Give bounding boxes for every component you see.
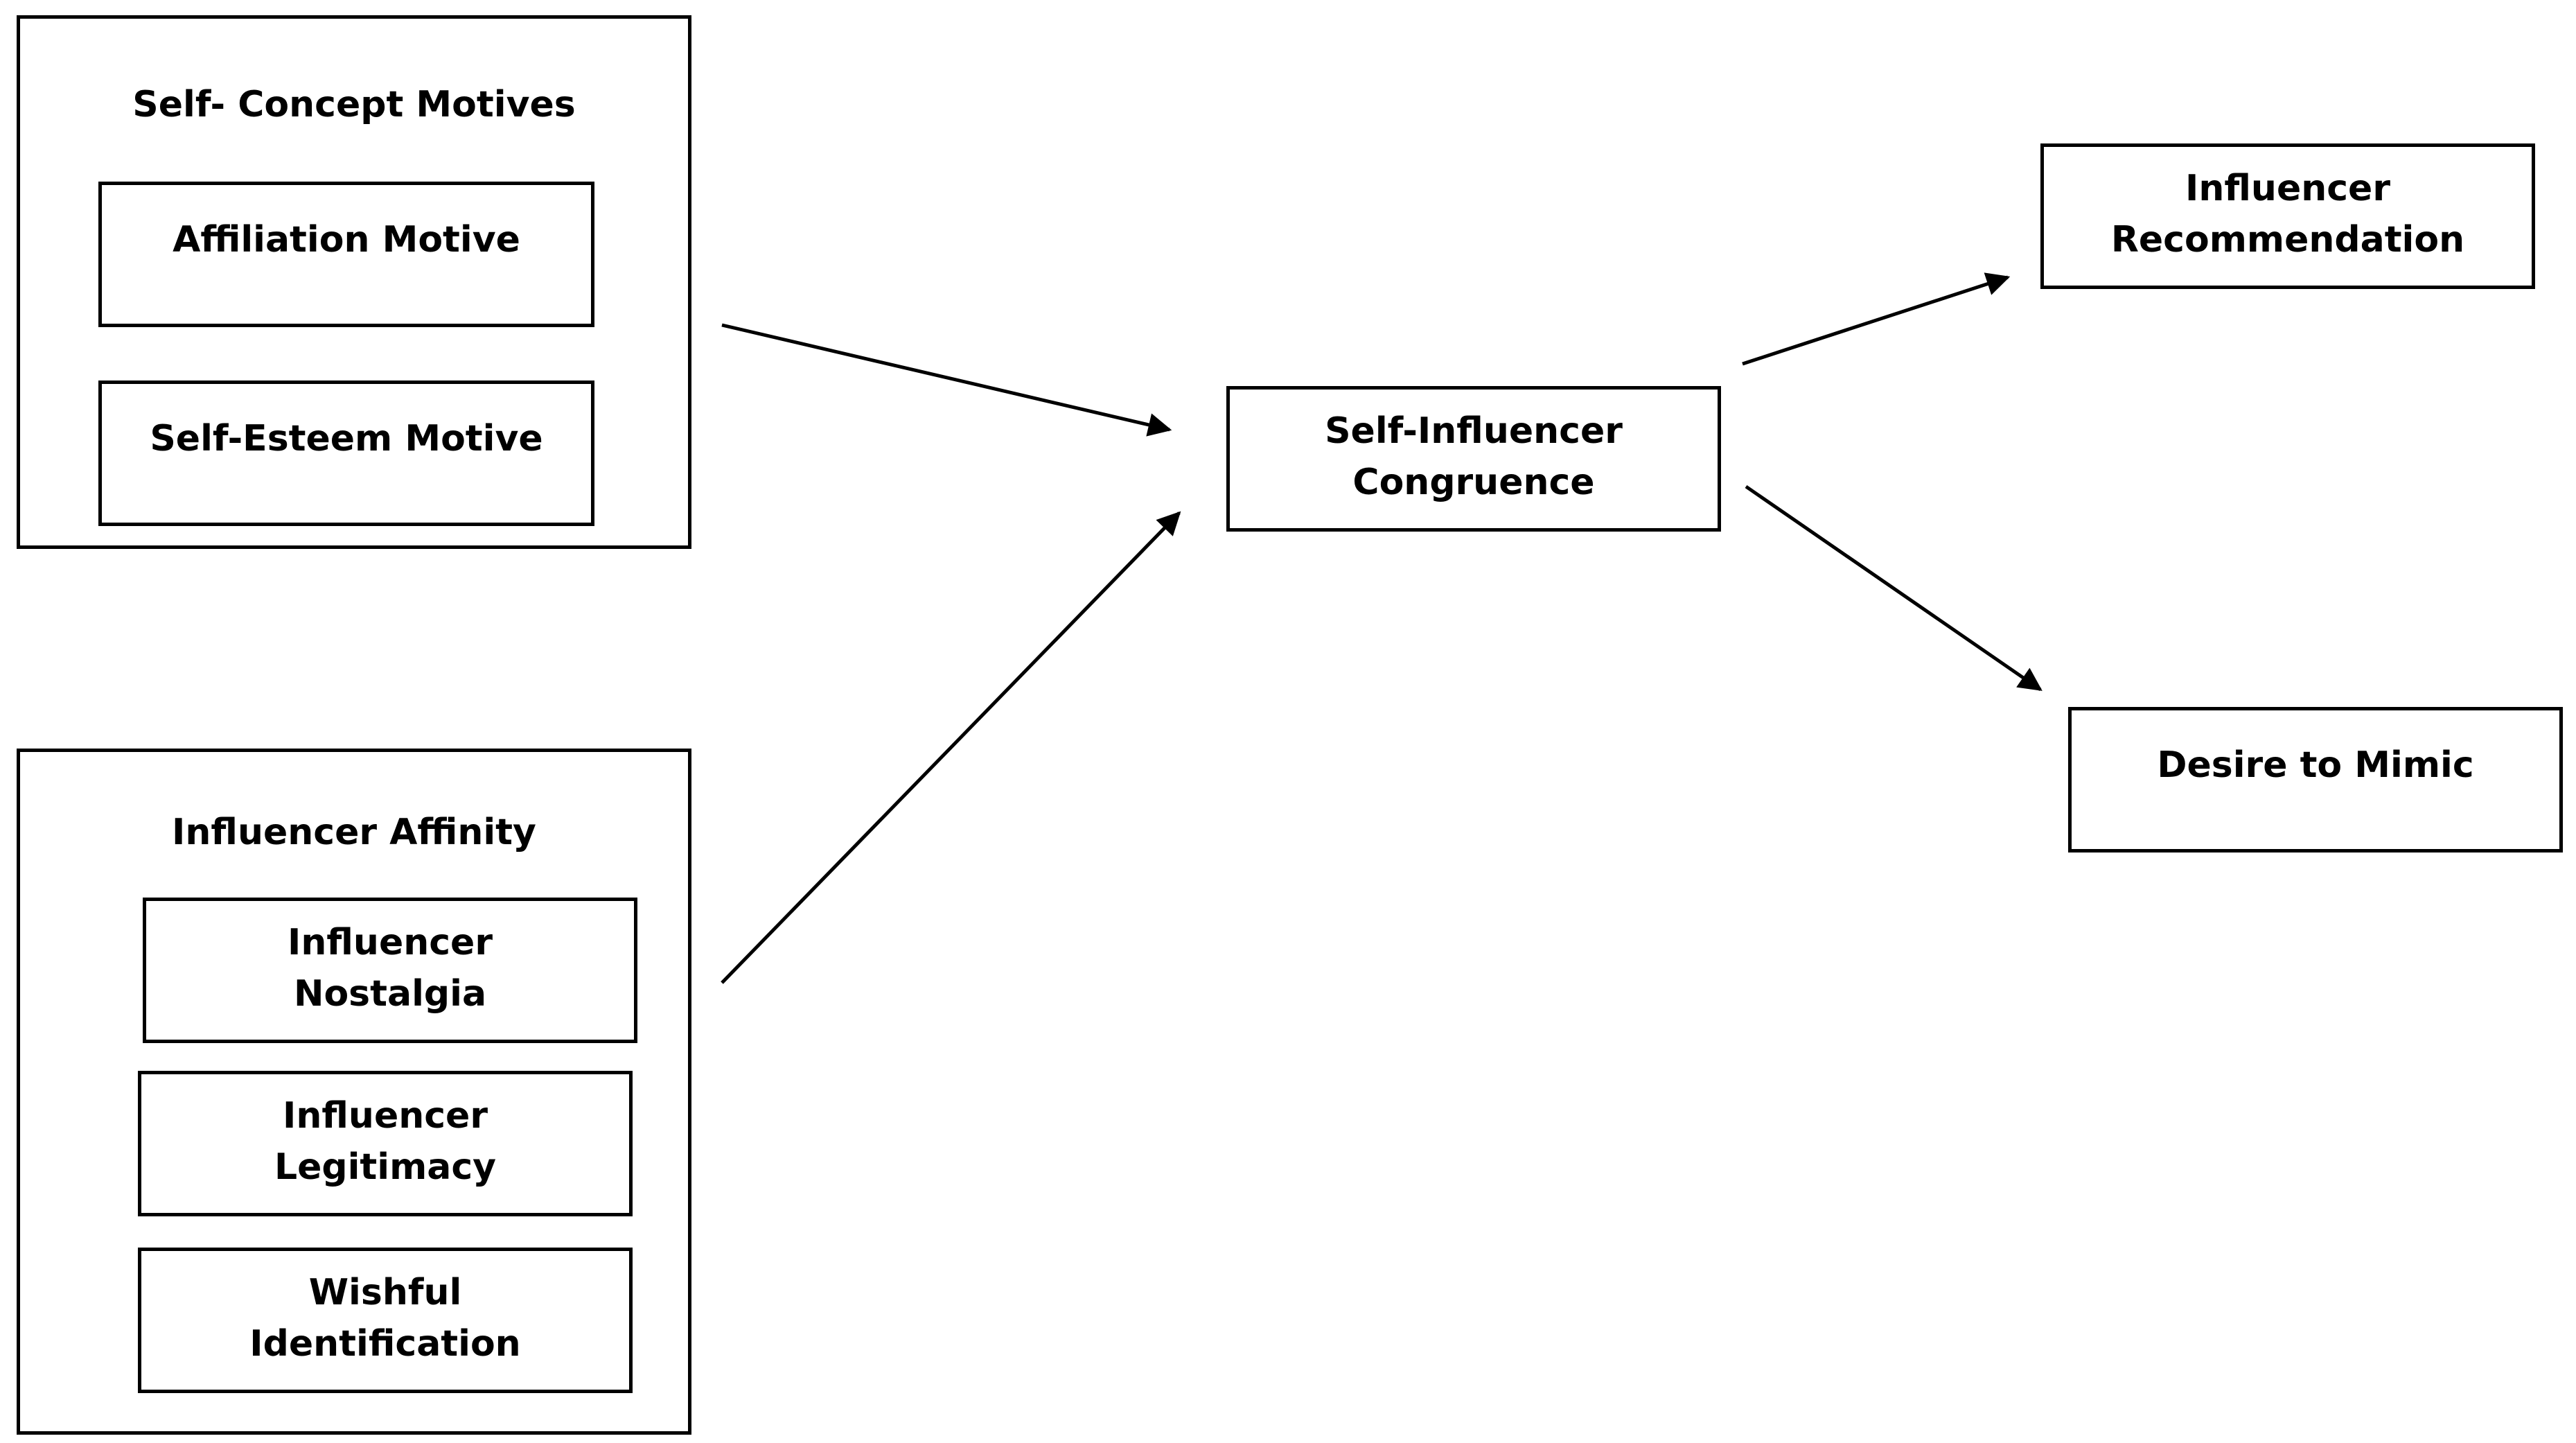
wishful-identification-label: Wishful Identification <box>141 1267 629 1370</box>
arrow-congruence-to-recommendation <box>1742 272 2011 366</box>
arrow-affinity-to-congruence <box>721 511 1181 984</box>
desire-to-mimic-text: Desire to Mimic <box>2157 744 2474 786</box>
influencer-affinity-group: Influencer Affinity Influencer Nostalgia… <box>17 749 691 1435</box>
influencer-legitimacy-line1: Influencer <box>283 1095 488 1137</box>
influencer-legitimacy-box: Influencer Legitimacy <box>138 1071 633 1216</box>
wishful-identification-box: Wishful Identification <box>138 1248 633 1393</box>
affiliation-motive-text: Affiliation Motive <box>173 219 520 261</box>
self-esteem-motive-label: Self-Esteem Motive <box>102 413 591 464</box>
wishful-identification-line2: Identification <box>249 1323 521 1365</box>
influencer-recommendation-line2: Recommendation <box>2110 219 2465 261</box>
influencer-recommendation-label: Influencer Recommendation <box>2044 163 2532 265</box>
arrow-congruence-to-mimic <box>1745 484 2043 692</box>
self-influencer-congruence-label: Self-Influencer Congruence <box>1230 405 1718 508</box>
self-esteem-motive-text: Self-Esteem Motive <box>150 418 543 460</box>
self-influencer-congruence-line1: Self-Influencer <box>1325 410 1623 452</box>
desire-to-mimic-label: Desire to Mimic <box>2072 740 2559 791</box>
self-influencer-congruence-line2: Congruence <box>1352 462 1595 503</box>
affiliation-motive-label: Affiliation Motive <box>102 214 591 265</box>
influencer-nostalgia-line1: Influencer <box>288 922 493 963</box>
influencer-legitimacy-label: Influencer Legitimacy <box>141 1090 629 1193</box>
arrow-self-concept-to-congruence <box>721 323 1172 437</box>
influencer-nostalgia-line2: Nostalgia <box>293 973 487 1015</box>
influencer-recommendation-line1: Influencer <box>2185 168 2390 209</box>
influencer-nostalgia-box: Influencer Nostalgia <box>143 898 637 1043</box>
self-concept-motives-title: Self- Concept Motives <box>132 84 576 125</box>
self-influencer-congruence-box: Self-Influencer Congruence <box>1226 386 1721 532</box>
influencer-affinity-title: Influencer Affinity <box>172 812 536 853</box>
self-esteem-motive-box: Self-Esteem Motive <box>98 381 594 526</box>
wishful-identification-line1: Wishful <box>308 1272 462 1313</box>
influencer-nostalgia-label: Influencer Nostalgia <box>146 917 634 1020</box>
desire-to-mimic-box: Desire to Mimic <box>2068 707 2563 852</box>
influencer-legitimacy-line2: Legitimacy <box>274 1146 497 1188</box>
influencer-recommendation-box: Influencer Recommendation <box>2040 143 2535 289</box>
affiliation-motive-box: Affiliation Motive <box>98 182 594 327</box>
self-concept-motives-group: Self- Concept Motives Affiliation Motive… <box>17 15 691 549</box>
